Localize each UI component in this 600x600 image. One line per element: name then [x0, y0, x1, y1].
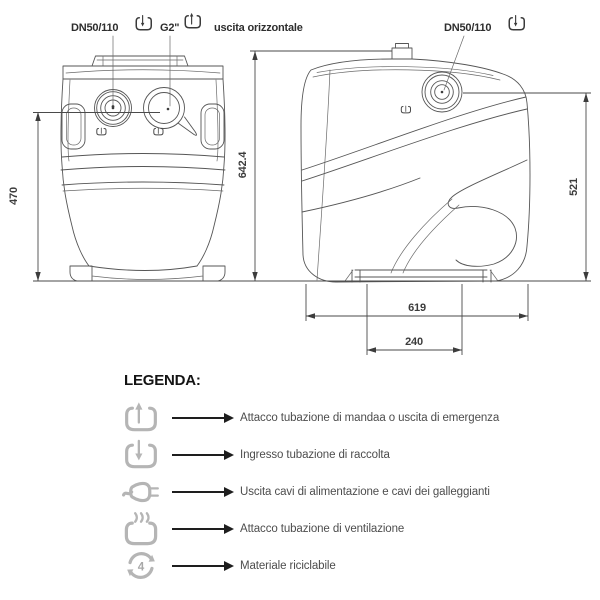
inlet-pipe-icon	[122, 438, 168, 471]
legend-item: Uscita cavi di alimentazione e cavi dei …	[122, 473, 582, 510]
legend-arrow	[172, 486, 234, 497]
inlet-marker-icon	[400, 105, 411, 114]
front-view-drawing	[60, 55, 226, 282]
legend-item: Attacco tubazione di mandaa o uscita di …	[122, 399, 582, 436]
legend-item-text: Ingresso tubazione di raccolta	[240, 448, 390, 461]
power-cables-plug-icon	[122, 476, 168, 508]
inlet-pipe-icon	[508, 14, 525, 31]
discharge-pipe-icon	[122, 401, 168, 434]
side-view-drawing	[300, 43, 531, 283]
front-g2-label: G2"	[160, 22, 179, 34]
recycle-code: 4	[138, 561, 145, 574]
side-dn50-label: DN50/110	[444, 22, 491, 34]
legend-item: 4 Materiale riciclabile	[122, 547, 582, 584]
legend-item-text: Materiale riciclabile	[240, 559, 336, 572]
legend-title: LEGENDA:	[124, 372, 201, 389]
legend-item-text: Attacco tubazione di mandaa o uscita di …	[240, 411, 500, 424]
legend: LEGENDA: Attacco tubazione di mandaa o u…	[122, 372, 582, 584]
port-labels: DN50/110 G2" uscita orizzontale DN50/110	[71, 12, 525, 108]
legend-item: Attacco tubazione di ventilazione	[122, 510, 582, 547]
legend-item: Ingresso tubazione di raccolta	[122, 436, 582, 473]
inlet-pipe-icon	[135, 14, 152, 31]
dim-521: 521	[568, 178, 580, 196]
legend-arrow	[172, 449, 234, 460]
legend-arrow	[172, 523, 234, 534]
vent-pipe-icon	[122, 510, 168, 548]
legend-item-text: Uscita cavi di alimentazione e cavi dei …	[240, 485, 490, 498]
legend-item-text: Attacco tubazione di ventilazione	[240, 522, 405, 535]
dimension-lines: 470 642.4 521 619 240	[8, 50, 591, 355]
legend-arrow	[172, 412, 234, 423]
discharge-pipe-icon	[184, 12, 201, 29]
front-dn50-label: DN50/110	[71, 22, 118, 34]
dim-619: 619	[408, 302, 426, 314]
outlet-marker-icon	[153, 127, 164, 136]
dim-240: 240	[405, 336, 423, 348]
horizontal-outlet-label: uscita orizzontale	[214, 22, 303, 34]
recyclable-material-icon: 4	[122, 548, 168, 583]
legend-arrow	[172, 560, 234, 571]
dim-470: 470	[8, 187, 20, 205]
dim-642-4: 642.4	[237, 151, 249, 179]
technical-drawing: 470 642.4 521 619 240 DN50/110	[8, 12, 591, 355]
inlet-marker-icon	[96, 127, 107, 136]
